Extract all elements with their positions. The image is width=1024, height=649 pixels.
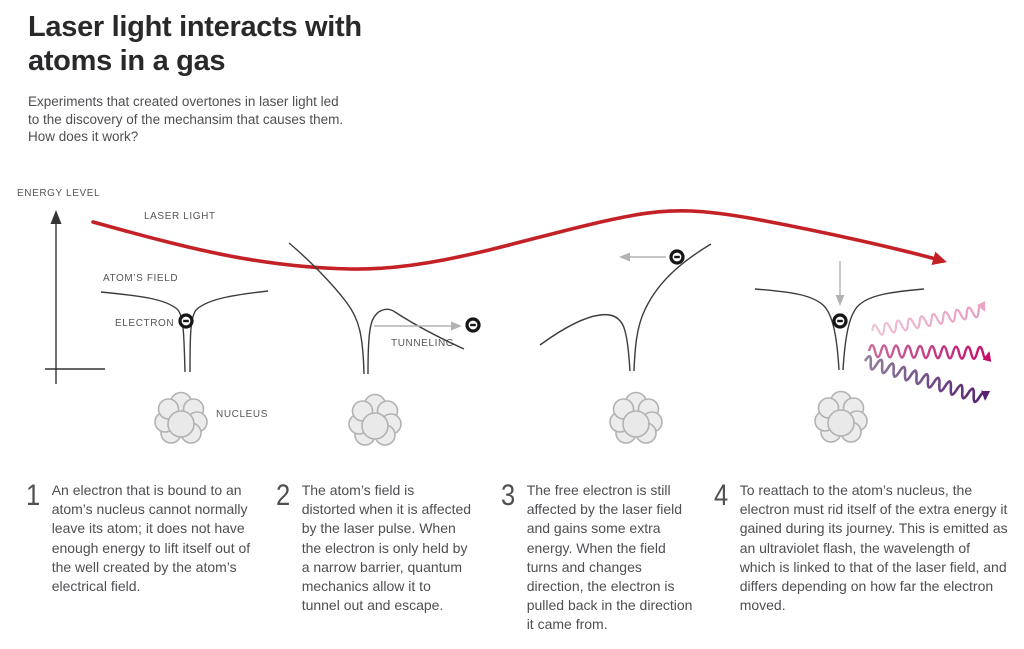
nucleus-icon-stage-3 [609,391,663,444]
step-4: 4 To reattach to the atom’s nucleus, the… [714,479,1010,615]
pull-back-arrow [619,252,666,262]
nucleus-icon-stage-1 [154,391,208,444]
electron-icon-stage-4 [832,313,848,329]
atom-field-stage-4 [754,288,925,371]
energy-axis [45,210,105,384]
electron-icon-stage-2 [465,317,481,333]
nucleus-icon-stage-4 [814,390,868,443]
step-1-text: An electron that is bound to an atom’s n… [51,482,251,595]
step-2: 2 The atom’s field is distorted when it … [276,479,472,615]
emission-wave-magenta [867,343,992,362]
page-title: Laser light interacts with atoms in a ga… [28,11,362,77]
electron-icon-stage-3 [669,249,685,265]
laser-light-curve [91,208,947,271]
step-3-text: The free electron is still affected by t… [526,482,693,633]
atom-field-stage-3-reversed [539,243,712,372]
step-4-number: 4 [714,479,729,512]
electron-icon-stage-1 [178,313,194,329]
step-3-number: 3 [501,479,516,512]
emission-wave-pink [871,301,986,336]
uv-emission-waves [863,301,992,404]
electron-label: ELECTRON [115,318,175,329]
fall-back-arrow [835,261,845,306]
step-3: 3 The free electron is still affected by… [501,481,695,635]
page-subtitle: Experiments that created overtones in la… [28,94,344,144]
atom-field-curves [100,242,925,375]
diagram-canvas [45,208,992,446]
atom-field-stage-1 [100,290,269,373]
atoms-field-label: ATOM’S FIELD [103,273,179,284]
nucleus-icon-stage-2 [348,393,402,446]
motion-arrows [374,252,845,331]
atom-field-stage-2-distorted [288,242,465,375]
nucleus-label: NUCLEUS [216,409,268,420]
step-1: 1 An electron that is bound to an atom’s… [26,479,254,596]
emission-wave-purple [863,354,991,404]
step-2-text: The atom’s field is distorted when it is… [301,482,472,614]
tunneling-arrow [374,321,462,331]
laser-light-label: LASER LIGHT [144,211,216,222]
step-1-number: 1 [26,479,41,512]
tunneling-label: TUNNELING [391,338,455,349]
energy-level-label: ENERGY LEVEL [17,188,101,199]
step-4-text: To reattach to the atom’s nucleus, the e… [739,482,1008,614]
step-2-number: 2 [276,479,291,512]
